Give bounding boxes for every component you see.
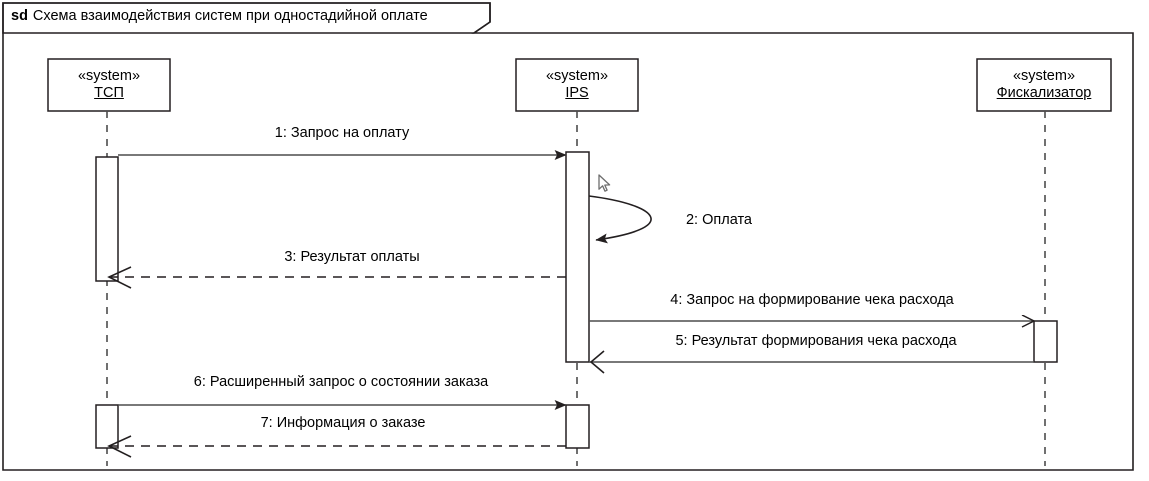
lifeline-box-tsp (47, 58, 171, 112)
lifeline-name-ips: IPS (565, 85, 589, 101)
activation-bar-ips-1 (565, 151, 590, 363)
message-label-4: 4: Запрос на формирование чека расхода (670, 292, 954, 308)
activation-bar-fisk-1 (1033, 320, 1058, 363)
frame-title-text: Схема взаимодействия систем при одностад… (32, 8, 428, 24)
frame-keyword: sd (11, 8, 28, 24)
message-label-2: 2: Оплата (685, 212, 753, 228)
lifeline-header-ips[interactable]: «system» IPS (516, 59, 638, 111)
lifeline-stereotype-fisk: «system» (1012, 67, 1076, 84)
message-label-3: 3: Результат оплаты (284, 249, 420, 265)
lifeline-header-fisk[interactable]: «system» Фискализатор (977, 59, 1111, 111)
lifeline-box-ips (515, 58, 639, 112)
message-arrowhead-3 (107, 266, 132, 289)
message-arrowhead-7 (107, 435, 132, 458)
lifeline-stereotype-tsp: «system» (77, 67, 141, 84)
lifeline-name-tsp: ТСП (94, 85, 124, 101)
activation-bar-tsp-2 (95, 404, 119, 449)
lifeline-stereotype-ips: «system» (545, 67, 609, 84)
message-arrow-2 (588, 195, 652, 244)
mouse-pointer-icon (598, 174, 611, 192)
message-label-7: 7: Информация о заказе (260, 415, 426, 431)
activation-bar-ips-2 (565, 404, 590, 449)
lifeline-box-fisk (976, 58, 1112, 112)
message-arrowhead-5 (589, 350, 605, 374)
frame-title-tab (2, 2, 491, 34)
lifeline-name-fisk: Фискализатор (996, 85, 1092, 101)
message-label-6: 6: Расширенный запрос о состоянии заказа (193, 374, 489, 390)
message-label-1: 1: Запрос на оплату (274, 125, 410, 141)
lifeline-header-tsp[interactable]: «system» ТСП (48, 59, 170, 111)
message-label-5: 5: Результат формирования чека расхода (675, 333, 957, 349)
activation-bar-tsp-1 (95, 156, 119, 282)
